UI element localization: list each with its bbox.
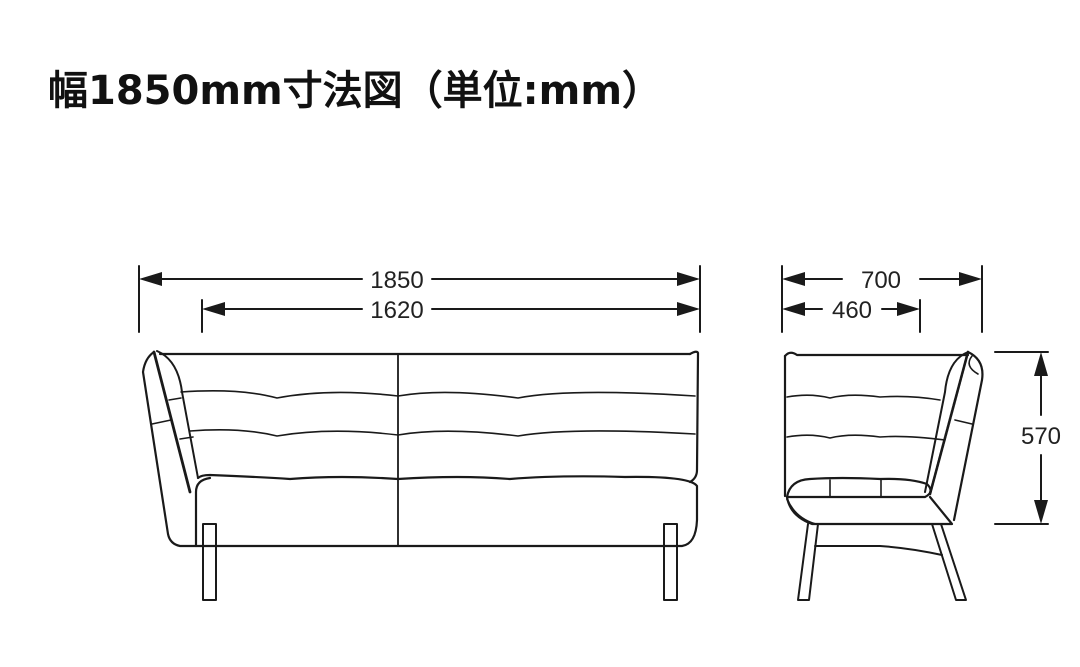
dimension-label-1850: 1850 <box>370 267 423 294</box>
page-title: 幅1850mm寸法図（単位:mm） <box>48 68 663 114</box>
arrow-left-icon <box>139 272 162 286</box>
dimension-label-570: 570 <box>1021 423 1061 450</box>
arrow-right-icon <box>897 302 920 316</box>
side-view: 700 460 570 <box>781 265 1061 601</box>
sofa-side-illustration <box>783 350 984 601</box>
arrow-down-icon <box>1034 500 1048 524</box>
arrow-left-icon <box>202 302 225 316</box>
dimension-label-700: 700 <box>861 267 901 294</box>
arrow-left-icon <box>782 302 805 316</box>
dimension-label-1620: 1620 <box>370 297 423 324</box>
arrow-right-icon <box>677 272 700 286</box>
dimension-seat-width: 1620 <box>201 297 700 333</box>
dimension-overall-height: 570 <box>994 351 1061 525</box>
arrow-right-icon <box>959 272 982 286</box>
arrow-right-icon <box>677 302 700 316</box>
arrow-left-icon <box>782 272 805 286</box>
front-view: 1850 1620 <box>138 265 701 601</box>
dimension-seat-depth: 460 <box>782 297 921 333</box>
dimension-overall-width: 1850 <box>138 265 701 333</box>
sofa-front-illustration <box>141 350 700 601</box>
arrow-up-icon <box>1034 352 1048 376</box>
dimension-overall-depth: 700 <box>781 265 983 333</box>
dimension-label-460: 460 <box>832 297 872 324</box>
